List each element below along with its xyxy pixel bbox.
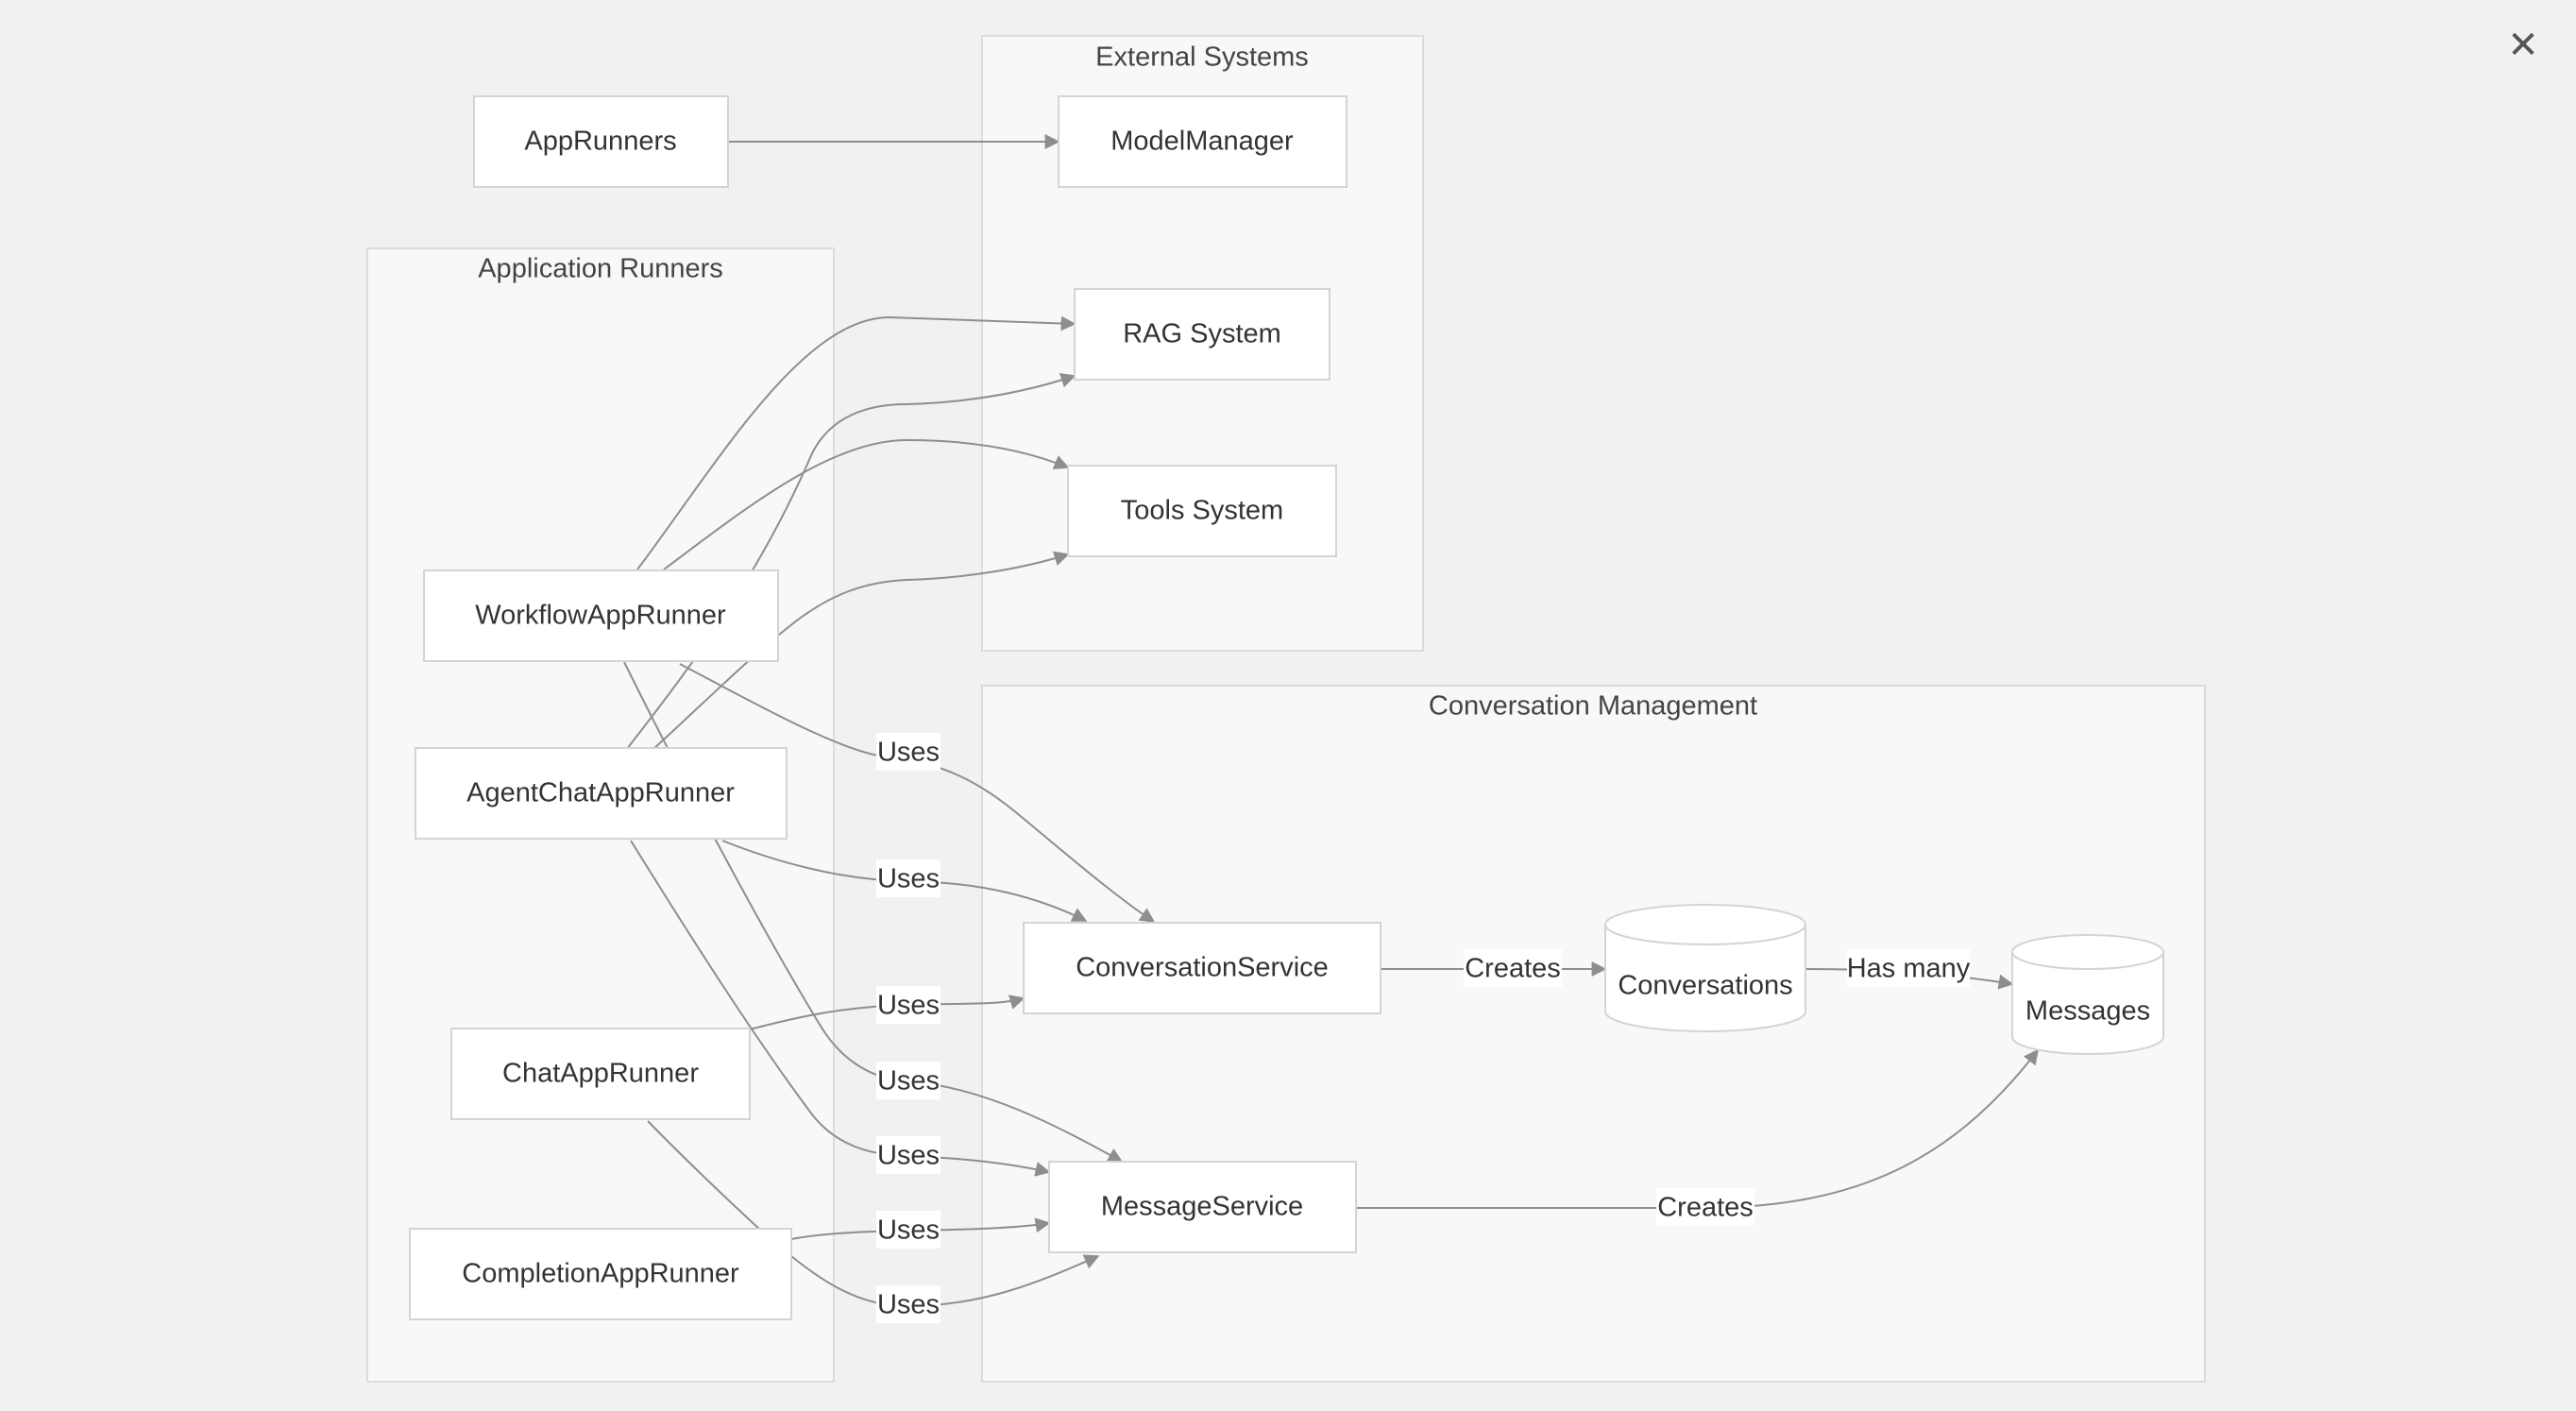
svg-text:Uses: Uses [877,738,940,768]
svg-text:Creates: Creates [1465,954,1561,984]
edge-workflow-tools [663,438,1070,570]
edge-label-creates-messages: Creates [1656,1188,1754,1226]
svg-text:AgentChatAppRunner: AgentChatAppRunner [466,778,735,808]
edge-labels: Uses Uses Uses Uses Uses Uses Uses Crea [876,733,1971,1323]
cluster-title-external-systems: External Systems [1095,42,1309,73]
edge-agent-messageservice [630,840,1051,1177]
edge-chat-completion-connector [647,1120,761,1231]
svg-text:RAG System: RAG System [1123,319,1281,349]
node-completionapprunner[interactable]: CompletionAppRunner [409,1228,792,1320]
svg-text:Tools System: Tools System [1121,496,1283,526]
edge-label-creates-conversations: Creates [1464,949,1562,987]
svg-text:MessageService: MessageService [1101,1192,1303,1222]
edge-label-has-many: Has many [1847,949,1971,987]
node-tools-system[interactable]: Tools System [1067,465,1337,557]
node-modelmanager[interactable]: ModelManager [1058,95,1347,188]
svg-text:AppRunners: AppRunners [524,127,676,157]
node-agentchatapprunner[interactable]: AgentChatAppRunner [415,747,788,840]
edge-label-workflow-conv: Uses [876,733,941,771]
svg-text:Creates: Creates [1657,1193,1754,1223]
svg-text:Uses: Uses [877,864,940,894]
edge-agent-tools [652,551,1070,750]
svg-text:ChatAppRunner: ChatAppRunner [502,1059,699,1089]
cluster-conversation-management: Conversation Management [981,685,2206,1383]
svg-text:Uses: Uses [877,991,940,1021]
node-rag-system[interactable]: RAG System [1074,288,1330,381]
svg-text:Uses: Uses [877,1216,940,1246]
svg-text:Uses: Uses [877,1290,940,1320]
edge-workflow-rag [636,315,1076,570]
node-conversationservice[interactable]: ConversationService [1023,922,1381,1014]
svg-text:Uses: Uses [877,1141,940,1171]
node-chatapprunner[interactable]: ChatAppRunner [450,1028,751,1120]
svg-text:WorkflowAppRunner: WorkflowAppRunner [475,601,726,631]
edge-label-chat-conv: Uses [876,986,941,1024]
svg-text:Uses: Uses [877,1066,940,1096]
node-messages-database[interactable]: Messages [2011,934,2164,1055]
svg-text:ConversationService: ConversationService [1076,953,1329,983]
node-apprunners[interactable]: AppRunners [473,95,729,188]
cluster-title-conversation-management: Conversation Management [1429,691,1757,722]
svg-text:Messages: Messages [2025,996,2150,1027]
close-icon[interactable]: ✕ [2507,24,2539,67]
edge-label-workflow-msg: Uses [876,1062,941,1099]
edge-label-agent-msg: Uses [876,1136,941,1174]
cluster-title-application-runners: Application Runners [478,254,723,284]
edge-workflow-conversationservice [679,663,1156,923]
node-conversations-database[interactable]: Conversations [1604,904,1806,1032]
svg-text:Has many: Has many [1847,954,1971,984]
svg-text:Conversations: Conversations [1618,971,1792,1001]
edge-label-chat-msg: Uses [876,1211,941,1249]
svg-text:ModelManager: ModelManager [1110,127,1294,157]
edge-label-completion-msg: Uses [876,1285,941,1323]
node-messageservice[interactable]: MessageService [1048,1161,1357,1253]
svg-text:CompletionAppRunner: CompletionAppRunner [462,1259,739,1289]
edge-label-agent-conv: Uses [876,859,941,897]
node-workflowapprunner[interactable]: WorkflowAppRunner [423,570,779,662]
